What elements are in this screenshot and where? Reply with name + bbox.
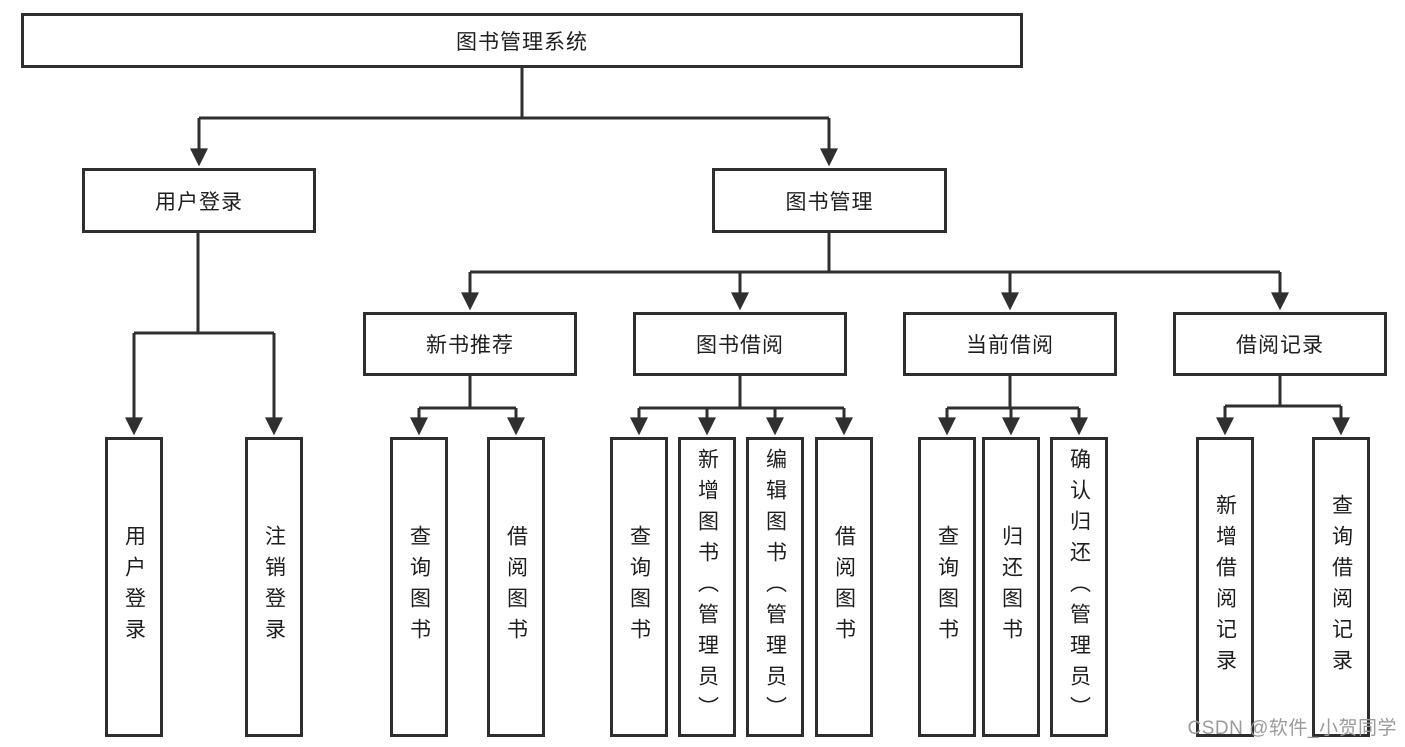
leaf-logout: 注销登录 (245, 437, 303, 737)
node-user-login: 用户登录 (82, 168, 316, 233)
leaf-add-borrow-record: 新增借阅记录 (1196, 437, 1254, 737)
node-new-book-recommendation: 新书推荐 (363, 312, 577, 376)
leaf-user-login-label: 用户登录 (122, 525, 146, 649)
node-borrowing-records: 借阅记录 (1173, 312, 1387, 376)
leaf-borrow-books-borrowing: 借阅图书 (815, 437, 873, 737)
leaf-query-borrow-record-label: 查询借阅记录 (1329, 494, 1353, 680)
leaf-borrow-books-recommend-label: 借阅图书 (504, 525, 528, 649)
node-current-borrowing: 当前借阅 (903, 312, 1117, 376)
leaf-add-borrow-record-label: 新增借阅记录 (1213, 494, 1237, 680)
node-book-borrowing: 图书借阅 (633, 312, 847, 376)
leaf-confirm-return-admin-label: 确认归还（管理员） (1067, 447, 1091, 727)
leaf-query-books-borrowing: 查询图书 (610, 437, 668, 737)
leaf-add-books-admin: 新增图书（管理员） (678, 437, 736, 737)
leaf-query-books-current-label: 查询图书 (935, 525, 959, 649)
leaf-user-login: 用户登录 (105, 437, 163, 737)
leaf-return-books-label: 归还图书 (999, 525, 1023, 649)
leaf-query-books-recommend: 查询图书 (390, 437, 448, 737)
node-library-management-system: 图书管理系统 (21, 13, 1023, 68)
leaf-query-books-recommend-label: 查询图书 (407, 525, 431, 649)
leaf-borrow-books-recommend: 借阅图书 (487, 437, 545, 737)
node-book-management: 图书管理 (712, 168, 947, 233)
leaf-return-books: 归还图书 (982, 437, 1040, 737)
leaf-query-books-borrowing-label: 查询图书 (627, 525, 651, 649)
wire-group (125, 68, 1350, 436)
csdn-watermark: CSDN @软件_小贺同学 (1187, 718, 1397, 739)
leaf-logout-label: 注销登录 (262, 525, 286, 649)
leaf-edit-books-admin: 编辑图书（管理员） (746, 437, 804, 737)
leaf-query-borrow-record: 查询借阅记录 (1312, 437, 1370, 737)
leaf-add-books-admin-label: 新增图书（管理员） (695, 447, 719, 727)
leaf-confirm-return-admin: 确认归还（管理员） (1050, 437, 1108, 737)
leaf-borrow-books-borrowing-label: 借阅图书 (832, 525, 856, 649)
leaf-query-books-current: 查询图书 (918, 437, 976, 737)
leaf-edit-books-admin-label: 编辑图书（管理员） (763, 447, 787, 727)
